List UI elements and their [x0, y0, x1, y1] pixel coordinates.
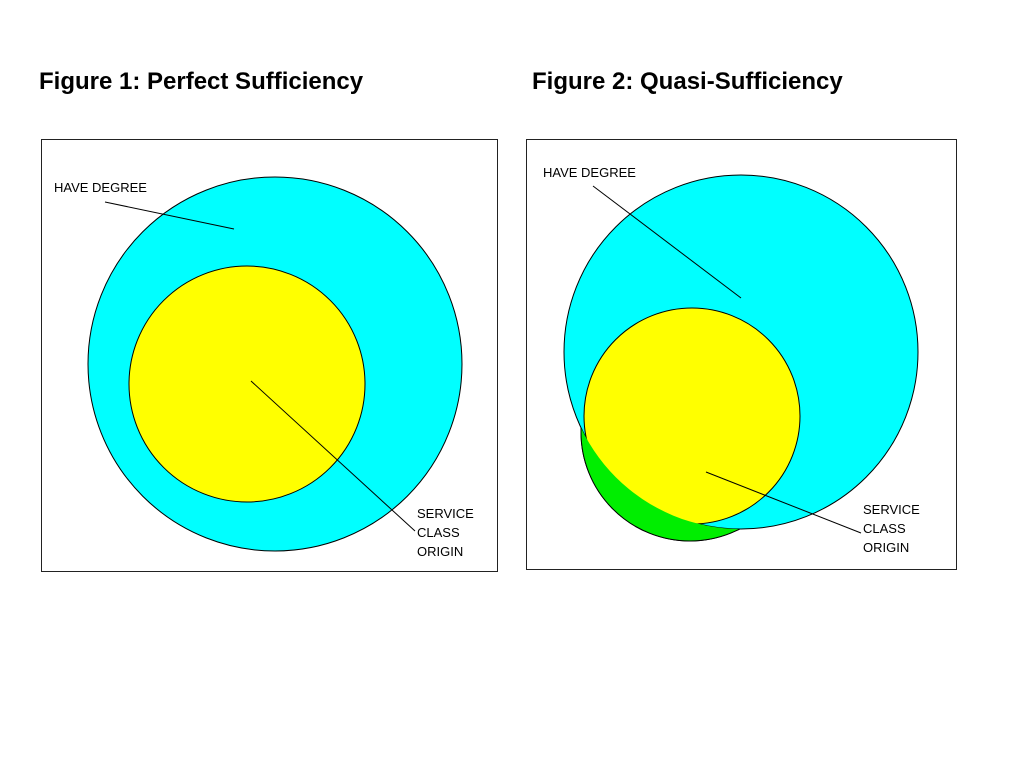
- figure-2-title: Figure 2: Quasi-Sufficiency: [532, 68, 843, 95]
- figure-1-panel: HAVE DEGREE SERVICE CLASS ORIGIN: [41, 139, 498, 572]
- figure-2-panel: HAVE DEGREE SERVICE CLASS ORIGIN: [526, 139, 957, 570]
- have-degree-pointer-line: [592, 185, 742, 299]
- figure-1-title: Figure 1: Perfect Sufficiency: [39, 68, 364, 95]
- figure-2-diagram: HAVE DEGREE SERVICE CLASS ORIGIN: [543, 165, 920, 555]
- have-degree-label: HAVE DEGREE: [543, 165, 636, 180]
- service-class-origin-pointer-line: [705, 471, 862, 534]
- class-label: CLASS: [863, 521, 906, 536]
- origin-label: ORIGIN: [863, 540, 909, 555]
- figure-1-diagram: HAVE DEGREE SERVICE CLASS ORIGIN: [54, 176, 474, 559]
- class-label: CLASS: [417, 525, 460, 540]
- service-class-origin-circle: [128, 265, 366, 503]
- service-class-origin-pointer-line: [250, 380, 416, 532]
- service-label: SERVICE: [863, 502, 920, 517]
- origin-label: ORIGIN: [417, 544, 463, 559]
- have-degree-pointer-line: [104, 201, 235, 230]
- service-label: SERVICE: [417, 506, 474, 521]
- have-degree-label: HAVE DEGREE: [54, 180, 147, 195]
